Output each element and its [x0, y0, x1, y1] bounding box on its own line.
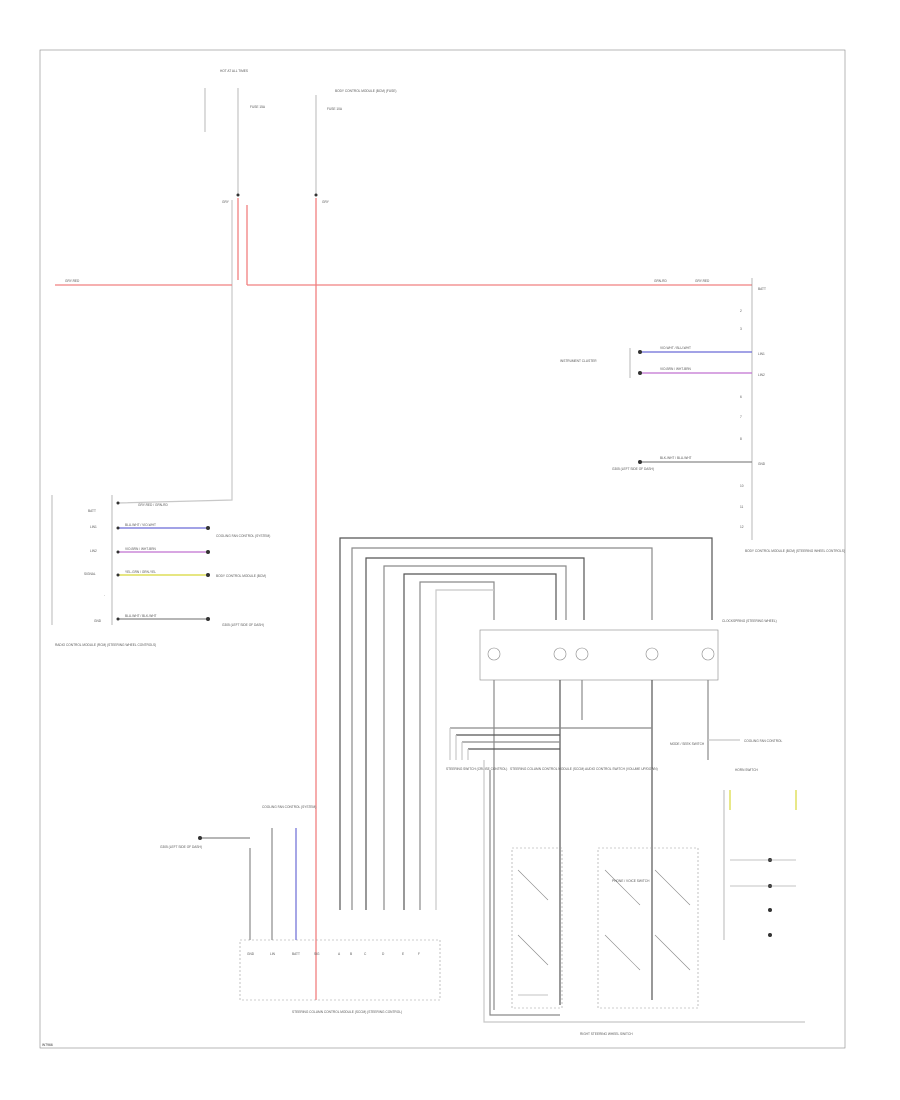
module-left-wire-0: GRY-RED / GRN-RD	[138, 503, 168, 507]
footer-id: W7966	[42, 1043, 53, 1047]
module-right-name: BODY CONTROL MODULE (BCM) (STEERING WHEE…	[745, 549, 845, 553]
bottom-pin-1: LIN	[270, 952, 276, 956]
bus-right-label-2: GRY-RED	[695, 279, 710, 283]
module-right-pin-gnd: GND	[758, 462, 766, 466]
clockspring-pin-2	[553, 647, 567, 661]
module-left-wire-5: BLU-WHT / BLK-WHT	[125, 614, 157, 618]
top-fuse-1-wire: GRY	[222, 200, 230, 204]
cooling-label: COOLING FAN CONTROL	[744, 739, 782, 743]
module-left-wire-3: YEL-GRN / GRN-YEL	[125, 570, 156, 574]
right-pin-8: 8	[740, 437, 742, 441]
switch-group-right: PHONE / VOICE SWITCH	[597, 847, 699, 1009]
bottom-pin-9: F	[418, 952, 420, 956]
module-right-ground-wire: BLK-WHT / BLU-WHT	[660, 456, 692, 460]
module-right-ground: G305 (LEFT SIDE OF DASH)	[612, 467, 654, 471]
module-left-dest-1: COOLING FAN CONTROL (SYSTEM)	[216, 534, 270, 538]
clockspring-pin-3	[575, 647, 589, 661]
switch-group-left	[511, 847, 563, 1009]
bottom-connector-label: STEERING COLUMN CONTROL MODULE (SCCM) (S…	[292, 1010, 402, 1014]
bottom-connector-dest: COOLING FAN CONTROL (SYSTEM)	[262, 805, 316, 809]
module-right-connector-1: INSTRUMENT CLUSTER	[560, 359, 597, 363]
module-right-pin-lin1: LIN1	[758, 352, 765, 356]
clockspring-label: CLOCKSPRING (STEERING WHEEL)	[722, 619, 777, 623]
right-pin-2: 2	[740, 309, 742, 313]
right-pin-12: 12	[740, 525, 744, 529]
module-left-ground: G305 (LEFT SIDE OF DASH)	[222, 623, 264, 627]
left-switch-label: STEERING SWITCH (CRUISE CONTROL)	[446, 767, 507, 771]
bottom-pin-7: D	[382, 952, 385, 956]
right-pin-7: 7	[740, 415, 742, 419]
right-bottom-label: RIGHT STEERING WHEEL SWITCH	[580, 1032, 633, 1036]
module-left-pin-batt: BATT	[88, 509, 96, 513]
top-fuse-2-fuse: FUSE 10A	[327, 107, 343, 111]
top-fuse-2: BODY CONTROL MODULE (BCM) (FUSE) FUSE 10…	[314, 89, 396, 204]
bus-left-label: GRY-RED	[65, 279, 80, 283]
clockspring-pin-5	[701, 647, 715, 661]
horn-switch-label: HORN SWITCH	[735, 768, 759, 772]
top-fuse-2-label: BODY CONTROL MODULE (BCM) (FUSE)	[335, 89, 396, 93]
bottom-pin-0: GND	[247, 952, 255, 956]
bottom-pin-3: SIG	[314, 952, 320, 956]
right-pin-10: 10	[740, 484, 744, 488]
module-left-dest-2: BODY CONTROL MODULE (BCM)	[216, 574, 266, 578]
top-fuse-1-terminal	[236, 193, 240, 197]
module-right: BATT 2 3 LIN1 LIN2 6 7 8 GND 10 11 12 BO…	[740, 278, 845, 553]
bottom-connector: STEERING COLUMN CONTROL MODULE (SCCM) (S…	[239, 939, 441, 1014]
top-fuse-2-wire: GRY	[322, 200, 330, 204]
module-right-wire-2: VIO-BRN / WHT-BRN	[660, 367, 692, 371]
bottom-pin-8: E	[402, 952, 404, 956]
diagram-border	[39, 49, 846, 1049]
right-pin-6: 6	[740, 395, 742, 399]
steering-col-label: STEERING COLUMN CONTROL MODULE (SCCM)	[510, 767, 584, 771]
right-switch-label-1: AUDIO CONTROL SWITCH (VOLUME UP/DOWN)	[585, 767, 658, 771]
right-switch-label-3: PHONE / VOICE SWITCH	[612, 879, 650, 883]
top-fuse-1: HOT AT ALL TIMES FUSE 15A GRY	[204, 69, 266, 204]
bottom-pin-6: C	[364, 952, 367, 956]
right-switch-label-2: MODE / SEEK SWITCH	[670, 742, 705, 746]
module-left-pin-lin2: LIN2	[90, 549, 97, 553]
right-pin-3: 3	[740, 327, 742, 331]
top-fuse-2-terminal	[314, 193, 318, 197]
ground-bottom-left: G305 (LEFT SIDE OF DASH)	[160, 845, 202, 849]
module-left-name: RADIO CONTROL MODULE (RCM) (STEERING WHE…	[55, 643, 156, 647]
module-left-pin-lin1: LIN1	[90, 525, 97, 529]
module-right-pin-lin2: LIN2	[758, 373, 765, 377]
top-fuse-1-fuse: FUSE 15A	[250, 105, 266, 109]
module-left-pin-gnd: GND	[94, 619, 102, 623]
bottom-pin-5: B	[350, 952, 352, 956]
right-pin-11: 11	[740, 505, 744, 509]
module-left-wire-2: VIO-BRN / WHT-BRN	[125, 547, 157, 551]
module-right-pin-batt: BATT	[758, 287, 766, 291]
module-left-wire-1: BLU-WHT / VIO-WHT	[125, 523, 156, 527]
module-right-wire-1: VIO-WHT / BLU-WHT	[660, 346, 691, 350]
module-left-pin-signal: SIGNAL	[84, 572, 96, 576]
bottom-pin-4: A	[338, 952, 341, 956]
clockspring-pin-1	[487, 647, 501, 661]
top-fuse-1-label: HOT AT ALL TIMES	[220, 69, 248, 73]
module-left-pin-blank: -	[104, 593, 105, 597]
clockspring-pin-4	[645, 647, 659, 661]
module-left: BATT LIN1 LIN2 SIGNAL - GND RADIO CONTRO…	[51, 495, 156, 647]
horn-switch: HORN SWITCH	[723, 768, 797, 940]
clockspring: CLOCKSPRING (STEERING WHEEL)	[479, 619, 777, 681]
bus-right-label-1: GRN-RD	[654, 279, 667, 283]
bottom-pin-2: BATT	[292, 952, 300, 956]
